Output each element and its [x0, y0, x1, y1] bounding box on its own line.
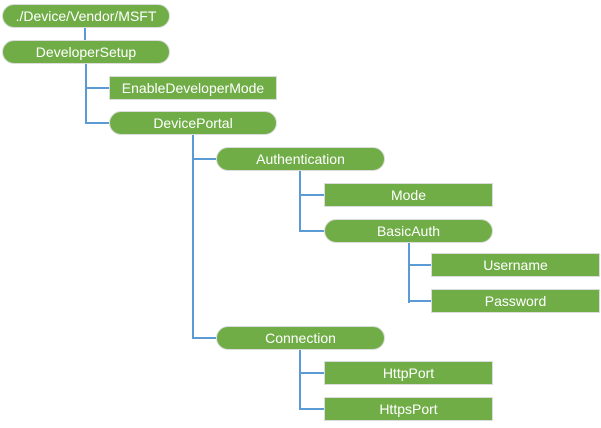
connector-basicauth-trunk — [408, 243, 410, 303]
node-username: Username — [431, 253, 600, 277]
node-deviceportal: DevicePortal — [109, 111, 277, 135]
connector-branch-authentication — [192, 158, 216, 160]
node-enabledevelopermode: EnableDeveloperMode — [109, 76, 277, 100]
connector-branch-httpsport — [299, 408, 324, 410]
connector-deviceportal-trunk — [192, 135, 194, 339]
node-developersetup: DeveloperSetup — [2, 40, 170, 64]
node-httpport: HttpPort — [324, 361, 493, 385]
connector-branch-deviceportal — [85, 122, 109, 124]
node-mode: Mode — [324, 183, 493, 207]
connector-branch-httpport — [299, 372, 324, 374]
connector-branch-mode — [299, 194, 324, 196]
node-authentication: Authentication — [216, 147, 385, 171]
node-password: Password — [431, 289, 600, 313]
connector-connection-trunk — [299, 350, 301, 410]
connector-root-developersetup — [84, 28, 86, 40]
connector-branch-username — [408, 264, 431, 266]
node-connection: Connection — [216, 326, 385, 350]
connector-authentication-trunk — [299, 171, 301, 232]
node-device-vendor-msft: ./Device/Vendor/MSFT — [2, 4, 170, 28]
connector-branch-connection — [192, 337, 216, 339]
connector-developersetup-trunk — [85, 64, 87, 124]
connector-branch-basicauth — [299, 230, 324, 232]
node-basicauth: BasicAuth — [324, 219, 493, 243]
connector-branch-password — [408, 300, 431, 302]
node-httpsport: HttpsPort — [324, 397, 493, 421]
connector-branch-enabledevelopermode — [85, 87, 109, 89]
